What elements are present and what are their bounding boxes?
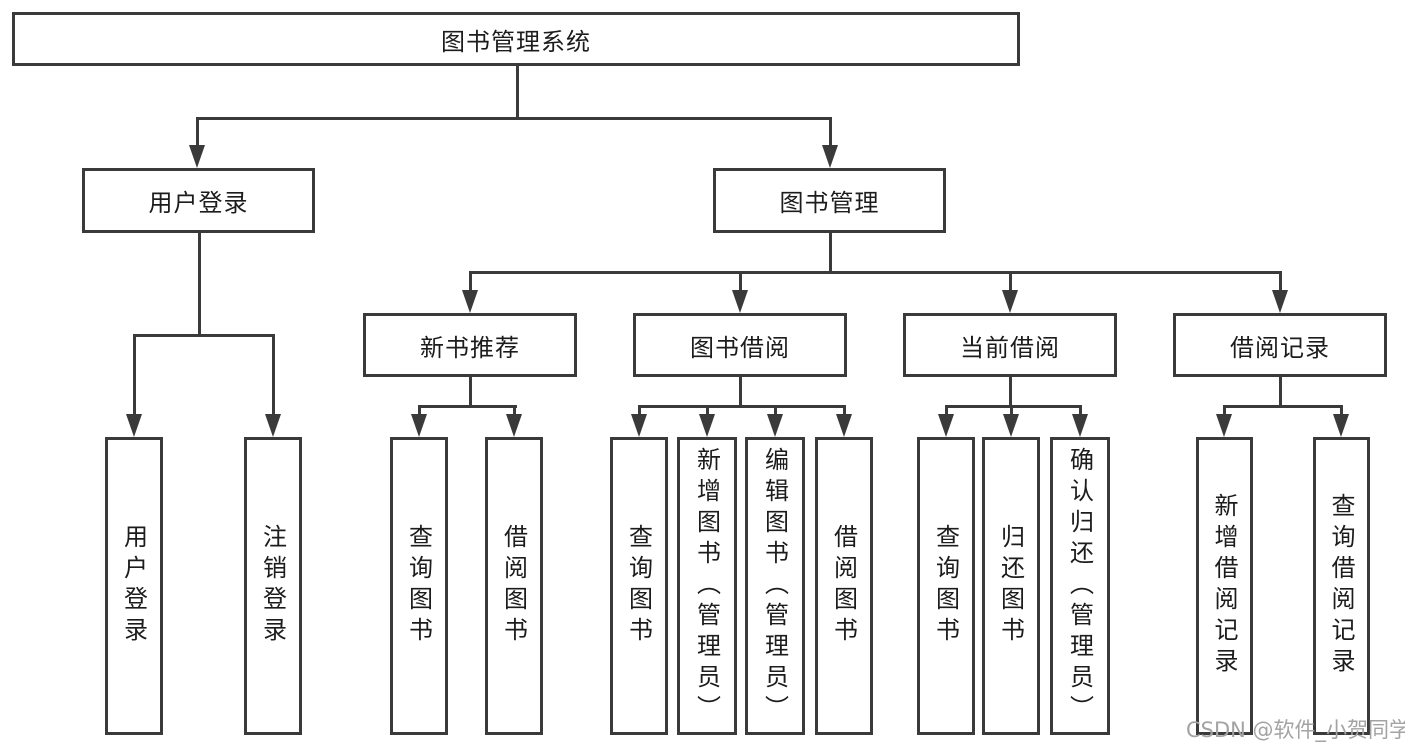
leaf-bb-edit-book-admin: 编辑图书（管理员） [745,437,805,735]
leaf-br-add-record: 新增借阅记录 [1196,437,1253,735]
node-book-borrow-label: 图书借阅 [690,333,790,362]
connector-root-drop-right [829,117,832,149]
leaf-logout: 注销登录 [244,437,302,735]
connector-cb-drop-2 [1010,405,1013,420]
connector-root-drop-left [196,117,199,149]
arrow-down-icon [126,414,142,437]
node-root-label: 图书管理系统 [441,27,591,56]
arrow-down-icon [767,414,783,437]
leaf-bb-query-book-label: 查询图书 [624,524,653,648]
node-borrow-record: 借阅记录 [1173,313,1387,377]
connector-userlogin-drop-2 [272,334,275,418]
leaf-cb-query-book-label: 查询图书 [931,524,960,648]
leaf-cb-confirm-return-admin: 确认归还（管理员） [1050,437,1110,735]
csdn-watermark: CSDN @软件_小贺同学 [1186,718,1405,742]
connector-bookmgmt-drop-4 [1279,271,1282,297]
node-new-book-rec: 新书推荐 [363,313,577,377]
node-user-login-label: 用户登录 [148,189,249,217]
arrow-down-icon [732,290,748,313]
leaf-bb-add-book-admin-label: 新增图书（管理员） [692,446,721,726]
connector-bookmgmt-bus [469,271,1282,274]
arrow-down-icon [1216,414,1232,437]
connector-userlogin-stem [198,233,201,337]
connector-userlogin-bus [133,334,275,337]
connector-root-bus [196,117,832,120]
node-book-mgmt: 图书管理 [713,168,946,233]
arrow-down-icon [836,414,852,437]
leaf-cb-return-book-label: 归还图书 [996,524,1025,648]
connector-br-drop-1 [1223,405,1226,420]
connector-br-stem [1279,377,1282,408]
leaf-bb-add-book-admin: 新增图书（管理员） [677,437,737,735]
connector-bb-drop-2 [706,405,709,420]
connector-userlogin-drop-1 [133,334,136,418]
leaf-cb-return-book: 归还图书 [982,437,1040,735]
connector-bb-bus [638,405,846,408]
connector-cb-stem [1009,377,1012,408]
leaf-bb-borrow-book: 借阅图书 [815,437,873,735]
arrow-down-icon [631,414,647,437]
connector-br-bus [1223,405,1343,408]
arrow-down-icon [938,414,954,437]
connector-nbr-drop-2 [513,405,516,420]
connector-cb-bus [945,405,1082,408]
connector-bb-drop-1 [638,405,641,420]
connector-root-stem [516,66,519,119]
leaf-user-login-label: 用户登录 [119,524,148,648]
leaf-br-add-record-label: 新增借阅记录 [1210,493,1238,679]
leaf-user-login: 用户登录 [105,437,163,735]
leaf-bb-query-book: 查询图书 [610,437,668,735]
leaf-br-query-record-label: 查询借阅记录 [1327,493,1355,679]
arrow-down-icon [1003,414,1019,437]
arrow-down-icon [1333,414,1349,437]
connector-cb-drop-1 [945,405,948,420]
leaf-br-query-record: 查询借阅记录 [1313,437,1370,735]
connector-bookmgmt-drop-3 [1009,271,1012,297]
arrow-down-icon [699,414,715,437]
connector-bb-stem [739,377,742,408]
leaf-nbr-query-book: 查询图书 [390,437,448,735]
arrow-down-icon [189,145,205,168]
node-user-login: 用户登录 [82,168,315,233]
leaf-nbr-borrow-book: 借阅图书 [485,437,543,735]
leaf-bb-edit-book-admin-label: 编辑图书（管理员） [760,446,789,726]
node-book-borrow: 图书借阅 [633,313,847,377]
leaf-nbr-borrow-book-label: 借阅图书 [499,524,528,648]
connector-bookmgmt-drop-1 [469,271,472,297]
connector-nbr-stem [469,377,472,408]
connector-cb-drop-3 [1079,405,1082,420]
connector-nbr-bus [418,405,517,408]
connector-br-drop-2 [1340,405,1343,420]
arrow-down-icon [822,145,838,168]
leaf-logout-label: 注销登录 [258,524,287,648]
connector-bb-drop-3 [774,405,777,420]
arrow-down-icon [462,290,478,313]
leaf-cb-query-book: 查询图书 [917,437,975,735]
leaf-bb-borrow-book-label: 借阅图书 [829,524,858,648]
node-book-mgmt-label: 图书管理 [779,189,880,217]
arrow-down-icon [265,414,281,437]
arrow-down-icon [1002,290,1018,313]
arrow-down-icon [506,414,522,437]
arrow-down-icon [411,414,427,437]
leaf-nbr-query-book-label: 查询图书 [404,524,433,648]
connector-bb-drop-4 [843,405,846,420]
arrow-down-icon [1072,414,1088,437]
leaf-cb-confirm-return-admin-label: 确认归还（管理员） [1065,446,1094,726]
node-new-book-rec-label: 新书推荐 [420,333,520,362]
node-current-borrow: 当前借阅 [903,313,1117,377]
node-root: 图书管理系统 [12,12,1020,66]
arrow-down-icon [1272,290,1288,313]
connector-nbr-drop-1 [418,405,421,420]
connector-bookmgmt-stem [829,233,832,274]
node-current-borrow-label: 当前借阅 [960,333,1060,362]
connector-bookmgmt-drop-2 [739,271,742,297]
node-borrow-record-label: 借阅记录 [1230,333,1330,362]
